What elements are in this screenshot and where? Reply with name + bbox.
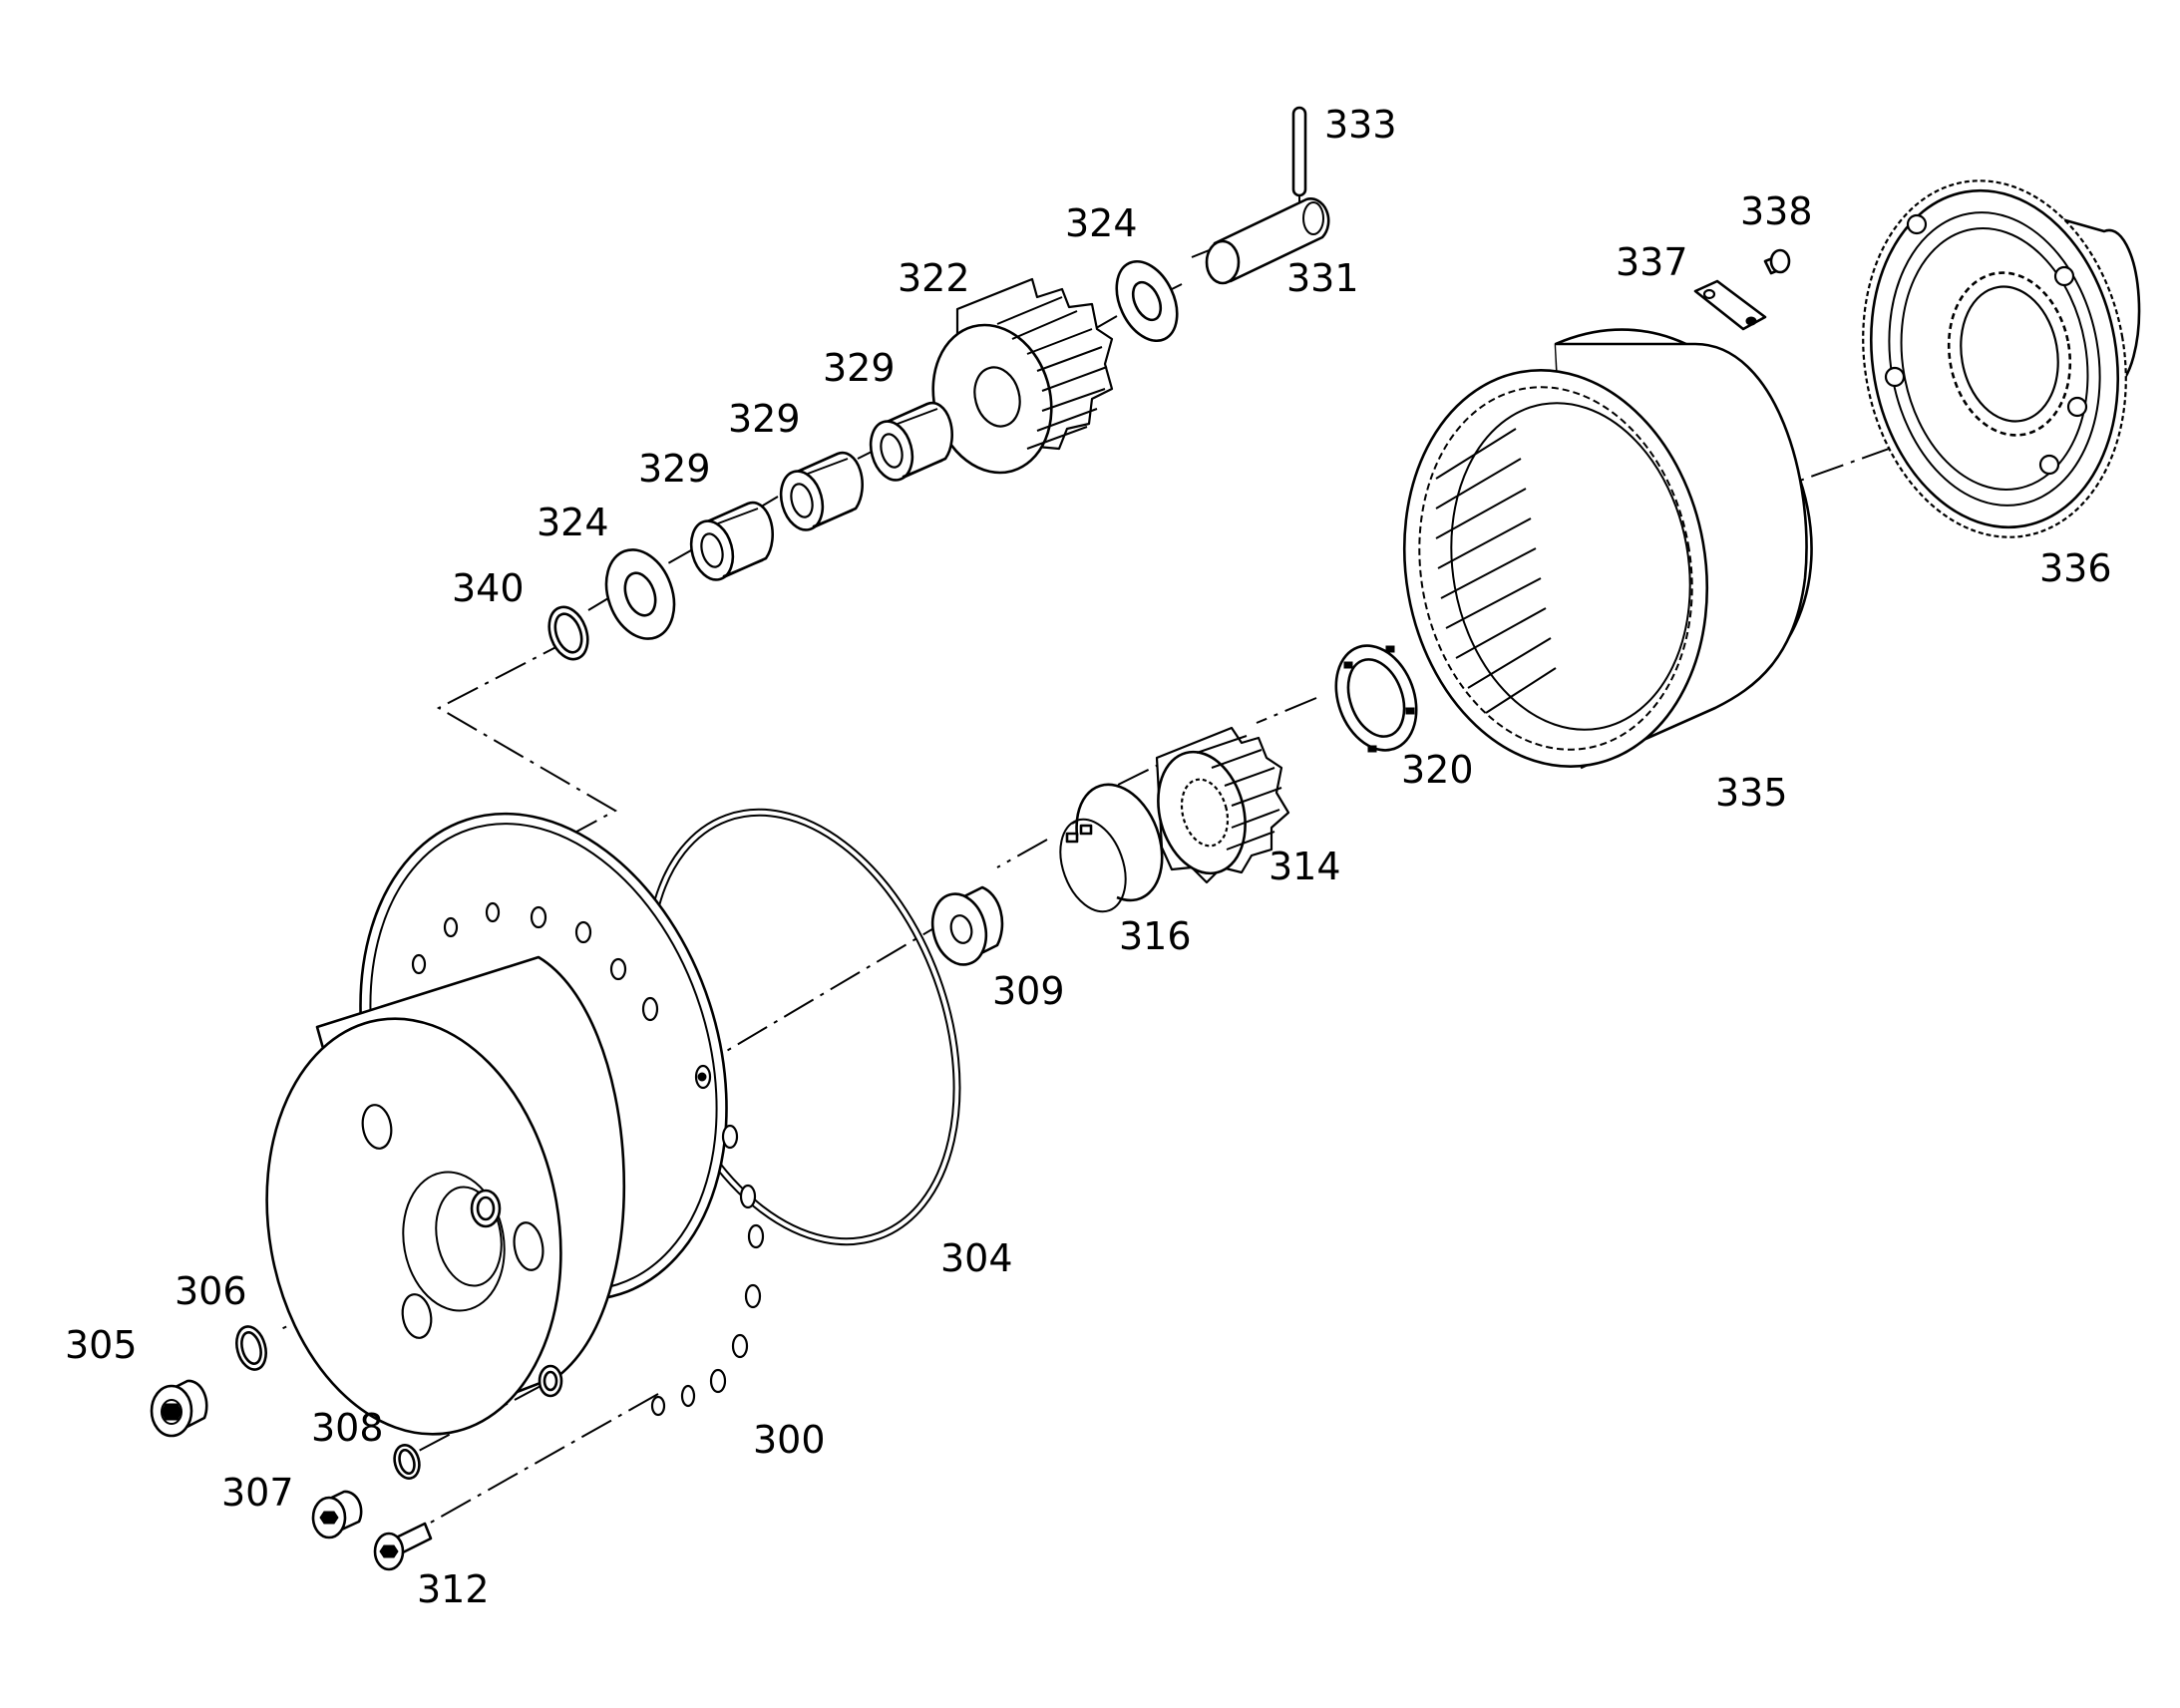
callout-307: 307 [221,1471,294,1515]
callout-329-b: 329 [728,397,801,441]
part-331-planet-shaft [1205,197,1330,285]
callout-337: 337 [1616,240,1688,284]
part-329-needle-bearing-3 [689,501,774,581]
part-305-plug [150,1379,208,1438]
part-338-screw [1763,248,1791,275]
axis-main [707,916,953,1063]
part-340-retaining-ring [547,605,589,661]
callout-312: 312 [417,1567,490,1611]
part-322-planet-gear [931,277,1114,475]
callout-324-top: 324 [1065,201,1138,245]
part-333-roll-pin [1291,106,1307,209]
part-306-seal-ring [235,1325,267,1371]
callout-324-bottom: 324 [537,501,609,544]
part-336-drive-flange [1862,179,2141,538]
part-316-circlip [1059,783,1164,913]
part-314-sun-gear [1155,726,1290,884]
part-337-locking-plate [1693,279,1767,331]
callout-333: 333 [1324,103,1397,147]
callout-329-a: 329 [823,346,896,390]
callout-309: 309 [992,969,1065,1013]
callout-316: 316 [1119,914,1192,958]
callout-labels: 333 338 324 331 337 322 329 329 329 324 … [65,103,2112,1611]
part-324-thrust-washer-bottom [604,548,676,640]
callout-331: 331 [1286,256,1359,300]
part-329-needle-bearing-2 [779,451,864,531]
axis-320-335 [1256,697,1317,724]
callout-314: 314 [1269,845,1341,888]
part-308-seal-ring [393,1443,421,1481]
axis-331-324 [1171,283,1183,290]
part-309-spacer [930,885,1004,966]
part-300-housing [265,812,765,1436]
callout-338: 338 [1740,189,1813,233]
part-324-thrust-washer-top [1115,259,1179,343]
part-335-ring-gear [1402,328,1813,770]
part-329-needle-bearing-1 [869,401,953,482]
callout-322: 322 [898,256,970,300]
axis-324-340 [587,597,609,611]
callout-300: 300 [753,1418,826,1462]
axis-312-hub [428,1393,659,1525]
callout-308: 308 [311,1406,384,1450]
callout-305: 305 [65,1323,138,1367]
callout-340: 340 [452,566,525,610]
axis-planet-link [436,637,618,868]
part-312-socket-screw [373,1522,433,1571]
part-307-plug [311,1490,363,1539]
part-320-thrust-washer [1334,644,1418,753]
callout-306: 306 [175,1269,247,1313]
callout-329-c: 329 [638,447,711,491]
callout-335: 335 [1715,771,1788,815]
callout-336: 336 [2039,546,2112,590]
callout-320: 320 [1401,748,1474,792]
callout-304: 304 [940,1236,1013,1280]
axis-309-316 [996,839,1048,868]
